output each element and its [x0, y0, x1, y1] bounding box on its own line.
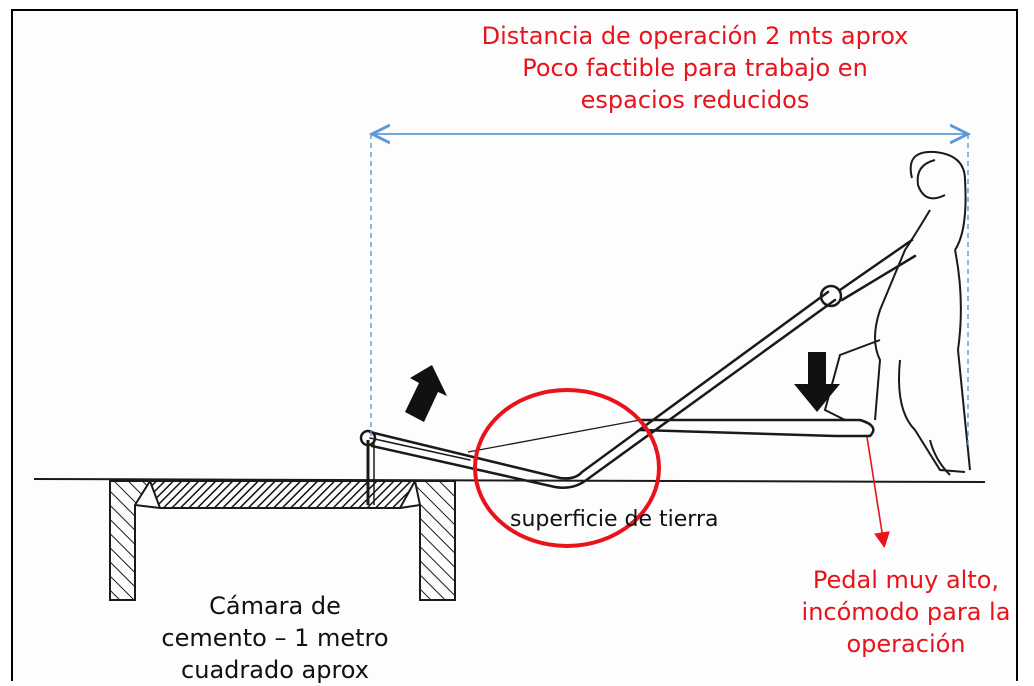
annotation-line-1: Distancia de operación 2 mts aprox	[481, 22, 909, 50]
annotation-line-2: Poco factible para trabajo en	[522, 54, 868, 82]
annotation-line-3: espacios reducidos	[580, 86, 810, 114]
down-arrow-icon	[794, 352, 840, 412]
up-arrow-icon	[405, 365, 447, 422]
operator-figure	[823, 150, 971, 476]
cement-chamber	[109, 480, 456, 601]
ground-line	[33, 478, 986, 483]
dimension-line	[371, 134, 968, 445]
highlight-circle	[473, 388, 661, 548]
cement-chamber-label: Cámara de cemento – 1 metro cuadrado apr…	[150, 590, 400, 686]
chamber-label-line-3: cuadrado aprox	[181, 656, 369, 684]
pedal-pointer-arrow	[866, 436, 890, 549]
pedal	[467, 418, 875, 453]
chamber-label-line-1: Cámara de	[209, 592, 341, 620]
diagram-frame	[11, 9, 1018, 681]
pedal-height-annotation: Pedal muy alto, incómodo para la operaci…	[760, 564, 1034, 660]
pedal-annotation-line-3: operación	[846, 630, 966, 658]
chamber-label-line-2: cemento – 1 metro	[161, 624, 389, 652]
soil-surface-label: superficie de tierra	[510, 507, 719, 532]
pedal-annotation-line-1: Pedal muy alto,	[812, 566, 1000, 594]
pedal-annotation-line-2: incómodo para la	[801, 598, 1011, 626]
lever-bar	[359, 238, 917, 489]
operation-distance-annotation: Distancia de operación 2 mts aprox Poco …	[390, 20, 1000, 116]
